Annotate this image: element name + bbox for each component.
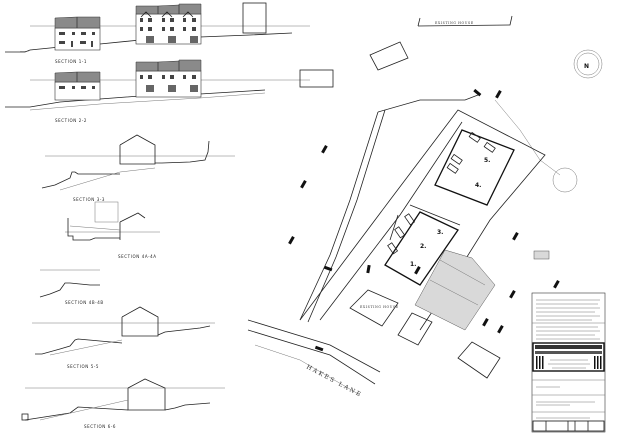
road-name: HAKES LANE bbox=[305, 364, 363, 399]
shaded-area bbox=[414, 249, 496, 331]
street-elevation-1: ——— SECTION 1-1 bbox=[5, 2, 310, 64]
section-label: SECTION 6-6 bbox=[84, 424, 116, 429]
existing-house-label: EXISTING HOUSE bbox=[360, 305, 399, 309]
section-label: SECTION 5-5 bbox=[67, 364, 99, 369]
north-arrow-icon: N bbox=[584, 63, 589, 70]
svg-text:———: ——— bbox=[20, 49, 29, 53]
title-block bbox=[531, 292, 606, 433]
section-label: SECTION 1-1 bbox=[55, 59, 87, 64]
legend-swatch bbox=[533, 250, 550, 260]
section-label: SECTION 3-3 bbox=[73, 197, 105, 202]
plot-5-label: 5. bbox=[484, 157, 490, 164]
section-6-6: SECTION 6-6 bbox=[21, 378, 225, 429]
street-elevation-2: SECTION 2-2 bbox=[5, 59, 310, 123]
section-label: SECTION 4B-4B bbox=[65, 300, 104, 305]
plot-3-label: 3. bbox=[437, 229, 443, 236]
section-5-5: SECTION 5-5 bbox=[32, 306, 215, 369]
section-3-3: SECTION 3-3 bbox=[41, 134, 235, 202]
existing-house-label: EXISTING HOUSE bbox=[435, 21, 474, 25]
section-label: SECTION 4A-4A bbox=[118, 254, 157, 259]
section-4b: SECTION 4B-4B bbox=[39, 269, 104, 305]
plot-4-label: 4. bbox=[475, 182, 481, 189]
section-4a: SECTION 4A-4A bbox=[65, 201, 160, 259]
section-label: SECTION 2-2 bbox=[55, 118, 87, 123]
plot-1-label: 1. bbox=[410, 261, 416, 268]
plot-2-label: 2. bbox=[420, 243, 426, 250]
